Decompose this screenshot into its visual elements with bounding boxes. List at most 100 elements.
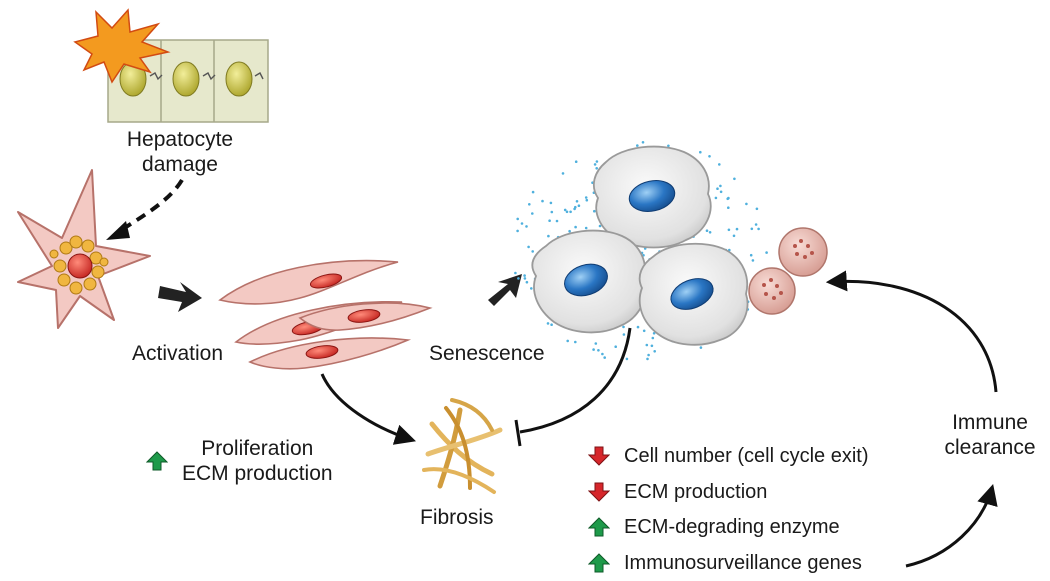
sasp-dot: [765, 251, 768, 254]
sasp-dot: [642, 329, 646, 333]
damage-burst-icon: [73, 8, 171, 84]
activation-to-fibrosis-arrow: [320, 373, 416, 445]
damage-to-hsc-arrow: [116, 178, 184, 234]
sasp-dot: [708, 231, 712, 234]
sasp-dot: [716, 187, 719, 190]
sasp-dot: [732, 234, 736, 238]
sasp-dot: [523, 274, 526, 277]
fibrosis-label: Fibrosis: [420, 506, 494, 529]
sasp-dot: [647, 353, 650, 357]
sasp-dot: [531, 190, 535, 194]
sasp-dot: [565, 210, 569, 214]
sasp-dot: [584, 196, 588, 199]
senescence-block-arrow: [488, 274, 522, 306]
sasp-dot: [755, 207, 759, 211]
sasp-dot: [625, 357, 629, 361]
immune-clearance-line1: Immune: [952, 411, 1028, 434]
sasp-dot: [727, 196, 730, 200]
up-arrow-icon: [588, 517, 610, 537]
sasp-dot: [577, 204, 581, 207]
sasp-dot: [531, 250, 534, 253]
sasp-dot: [601, 352, 604, 356]
sasp-dot: [525, 280, 529, 284]
sasp-dot: [546, 322, 550, 325]
up-arrow-icon: [588, 553, 610, 573]
sasp-dot: [520, 222, 524, 225]
sasp-dot: [569, 210, 572, 214]
sasp-dot: [636, 144, 639, 147]
sasp-dot: [751, 259, 755, 262]
sasp-dot: [641, 141, 645, 144]
sasp-dot: [514, 271, 517, 275]
sasp-dot: [595, 160, 599, 163]
sasp-dot: [636, 325, 640, 329]
sasp-dot: [516, 217, 519, 221]
sasp-dot: [650, 344, 654, 348]
sasp-dot: [547, 234, 550, 238]
sasp-dot: [573, 207, 576, 211]
sasp-dot: [597, 349, 600, 352]
proliferation-label: Proliferation: [201, 437, 314, 460]
effect-ecm-production: ECM production: [588, 478, 767, 506]
activation-label: Activation: [132, 342, 224, 365]
sasp-dot: [585, 198, 589, 202]
sasp-dot: [708, 155, 711, 158]
sasp-dot: [530, 287, 533, 290]
activated-stellate-cells: [218, 259, 433, 370]
sasp-dot: [714, 196, 718, 200]
fibrosis-fibers: [422, 398, 503, 494]
sasp-dot: [719, 190, 723, 194]
sasp-dot: [574, 340, 577, 344]
sasp-dot: [548, 219, 551, 222]
immune-clearance-label: Immune clearance: [930, 410, 1050, 460]
sasp-dot: [727, 206, 730, 209]
sasp-dot: [550, 210, 554, 214]
sasp-dot: [667, 144, 670, 148]
sasp-dot: [561, 172, 565, 175]
down-arrow-icon: [588, 446, 610, 466]
sasp-dot: [754, 223, 758, 226]
immune-clearance-to-cells-arrow: [825, 270, 998, 393]
effects-to-immune-clearance-arrow: [905, 483, 998, 568]
sasp-dot: [549, 201, 553, 205]
sasp-dot: [550, 323, 553, 327]
effect-ecm-production-text: ECM production: [624, 480, 768, 503]
sasp-dot: [735, 227, 739, 231]
effect-cell-number-text: Cell number (cell cycle exit): [624, 444, 869, 467]
quiescent-stellate-cell: [17, 169, 151, 329]
immune-cells: [748, 227, 828, 315]
sasp-dot: [523, 277, 527, 280]
sasp-dot: [652, 332, 656, 335]
hepatocyte-damage-label: Hepatocyte damage: [110, 127, 250, 177]
sasp-dot: [699, 150, 702, 154]
sasp-dot: [699, 346, 703, 349]
senescence-label: Senescence: [429, 342, 545, 365]
senescence-inhibits-fibrosis-line: [519, 327, 632, 434]
sasp-dot: [653, 350, 656, 353]
sasp-dot: [574, 160, 578, 163]
ecm-production-activated-label: ECM production: [182, 462, 333, 485]
sasp-dot: [593, 163, 597, 166]
sasp-dot: [531, 212, 534, 215]
effect-cell-number: Cell number (cell cycle exit): [588, 442, 869, 470]
sasp-dot: [516, 229, 519, 233]
sasp-dot: [568, 229, 571, 233]
sasp-dot: [614, 345, 617, 349]
damage-to-hsc-arrowhead: [106, 221, 130, 240]
sasp-dot: [718, 163, 721, 166]
sasp-dot: [525, 225, 528, 228]
hepatocyte-damage-line2: damage: [142, 153, 218, 176]
hepatocyte-damage-line1: Hepatocyte: [126, 128, 234, 151]
sasp-dot: [651, 336, 655, 340]
sasp-dot: [593, 209, 596, 213]
effect-ecm-degrading-enzyme-text: ECM-degrading enzyme: [624, 515, 840, 538]
senescent-cells: [531, 145, 749, 346]
sasp-dot: [645, 343, 649, 347]
sasp-dot: [555, 219, 559, 223]
sasp-dot: [646, 357, 649, 361]
sasp-dot: [574, 225, 577, 229]
up-arrow-icon: [146, 451, 168, 471]
sasp-dot: [575, 200, 579, 203]
sasp-dot: [541, 199, 544, 203]
